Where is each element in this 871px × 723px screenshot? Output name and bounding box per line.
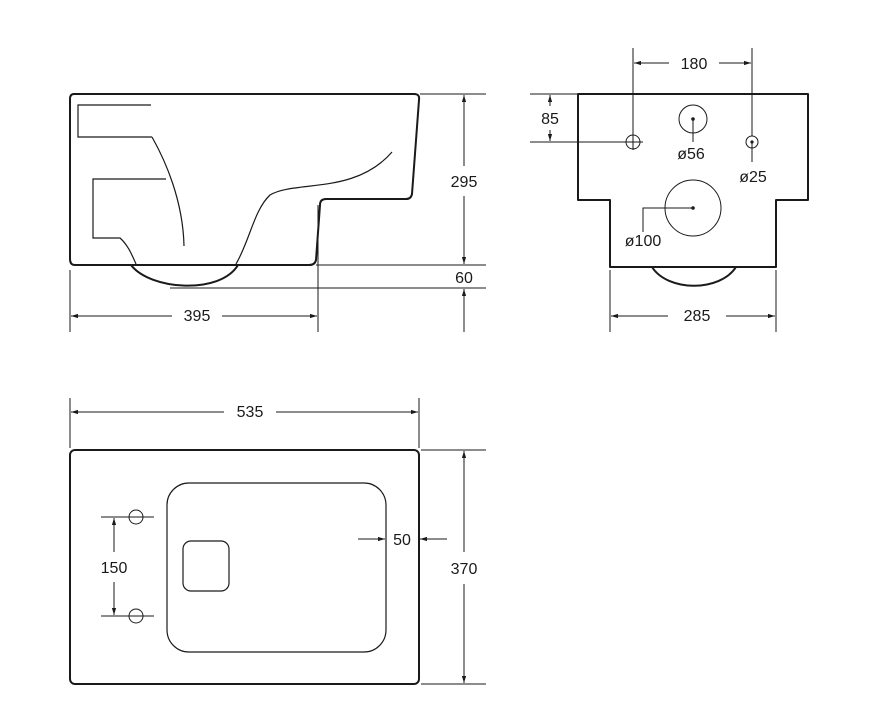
side-view-inlet-channel [77, 104, 152, 138]
top-view-bowl [166, 482, 387, 653]
side-view: 395 295 60 [69, 93, 486, 332]
top-view-drain [182, 540, 230, 592]
top-view: 150 535 370 50 [69, 398, 486, 685]
side-view-trap-line [151, 136, 185, 247]
top-fixing-label: 150 [101, 560, 128, 577]
side-drop-label: 60 [455, 270, 473, 287]
rear-height-label: 85 [541, 111, 559, 128]
rear-width-label: 285 [684, 308, 711, 325]
rear-outlet-label: ø100 [625, 233, 662, 250]
top-rim-label: 50 [393, 532, 411, 549]
rear-outlet-leader [642, 207, 693, 232]
side-view-body-outline [69, 93, 421, 266]
rear-bolt-hole-label: ø25 [739, 169, 767, 186]
side-length-label: 395 [184, 308, 211, 325]
rear-view: ø56 ø25 ø100 180 85 285 [530, 48, 809, 332]
rear-spacing-label: 180 [681, 56, 708, 73]
top-length-label: 535 [237, 404, 264, 421]
top-rim-label-bg [389, 528, 416, 548]
top-width-label: 370 [451, 561, 478, 578]
rear-view-bowl-bulge [651, 266, 737, 287]
side-view-bowl-wall [235, 151, 393, 265]
rear-view-outline [577, 93, 809, 268]
side-height-label: 295 [451, 174, 478, 191]
side-view-outlet-box [92, 178, 166, 265]
rear-water-inlet-label: ø56 [677, 146, 705, 163]
top-view-body [69, 449, 420, 685]
side-view-bowl-curve [130, 264, 239, 287]
